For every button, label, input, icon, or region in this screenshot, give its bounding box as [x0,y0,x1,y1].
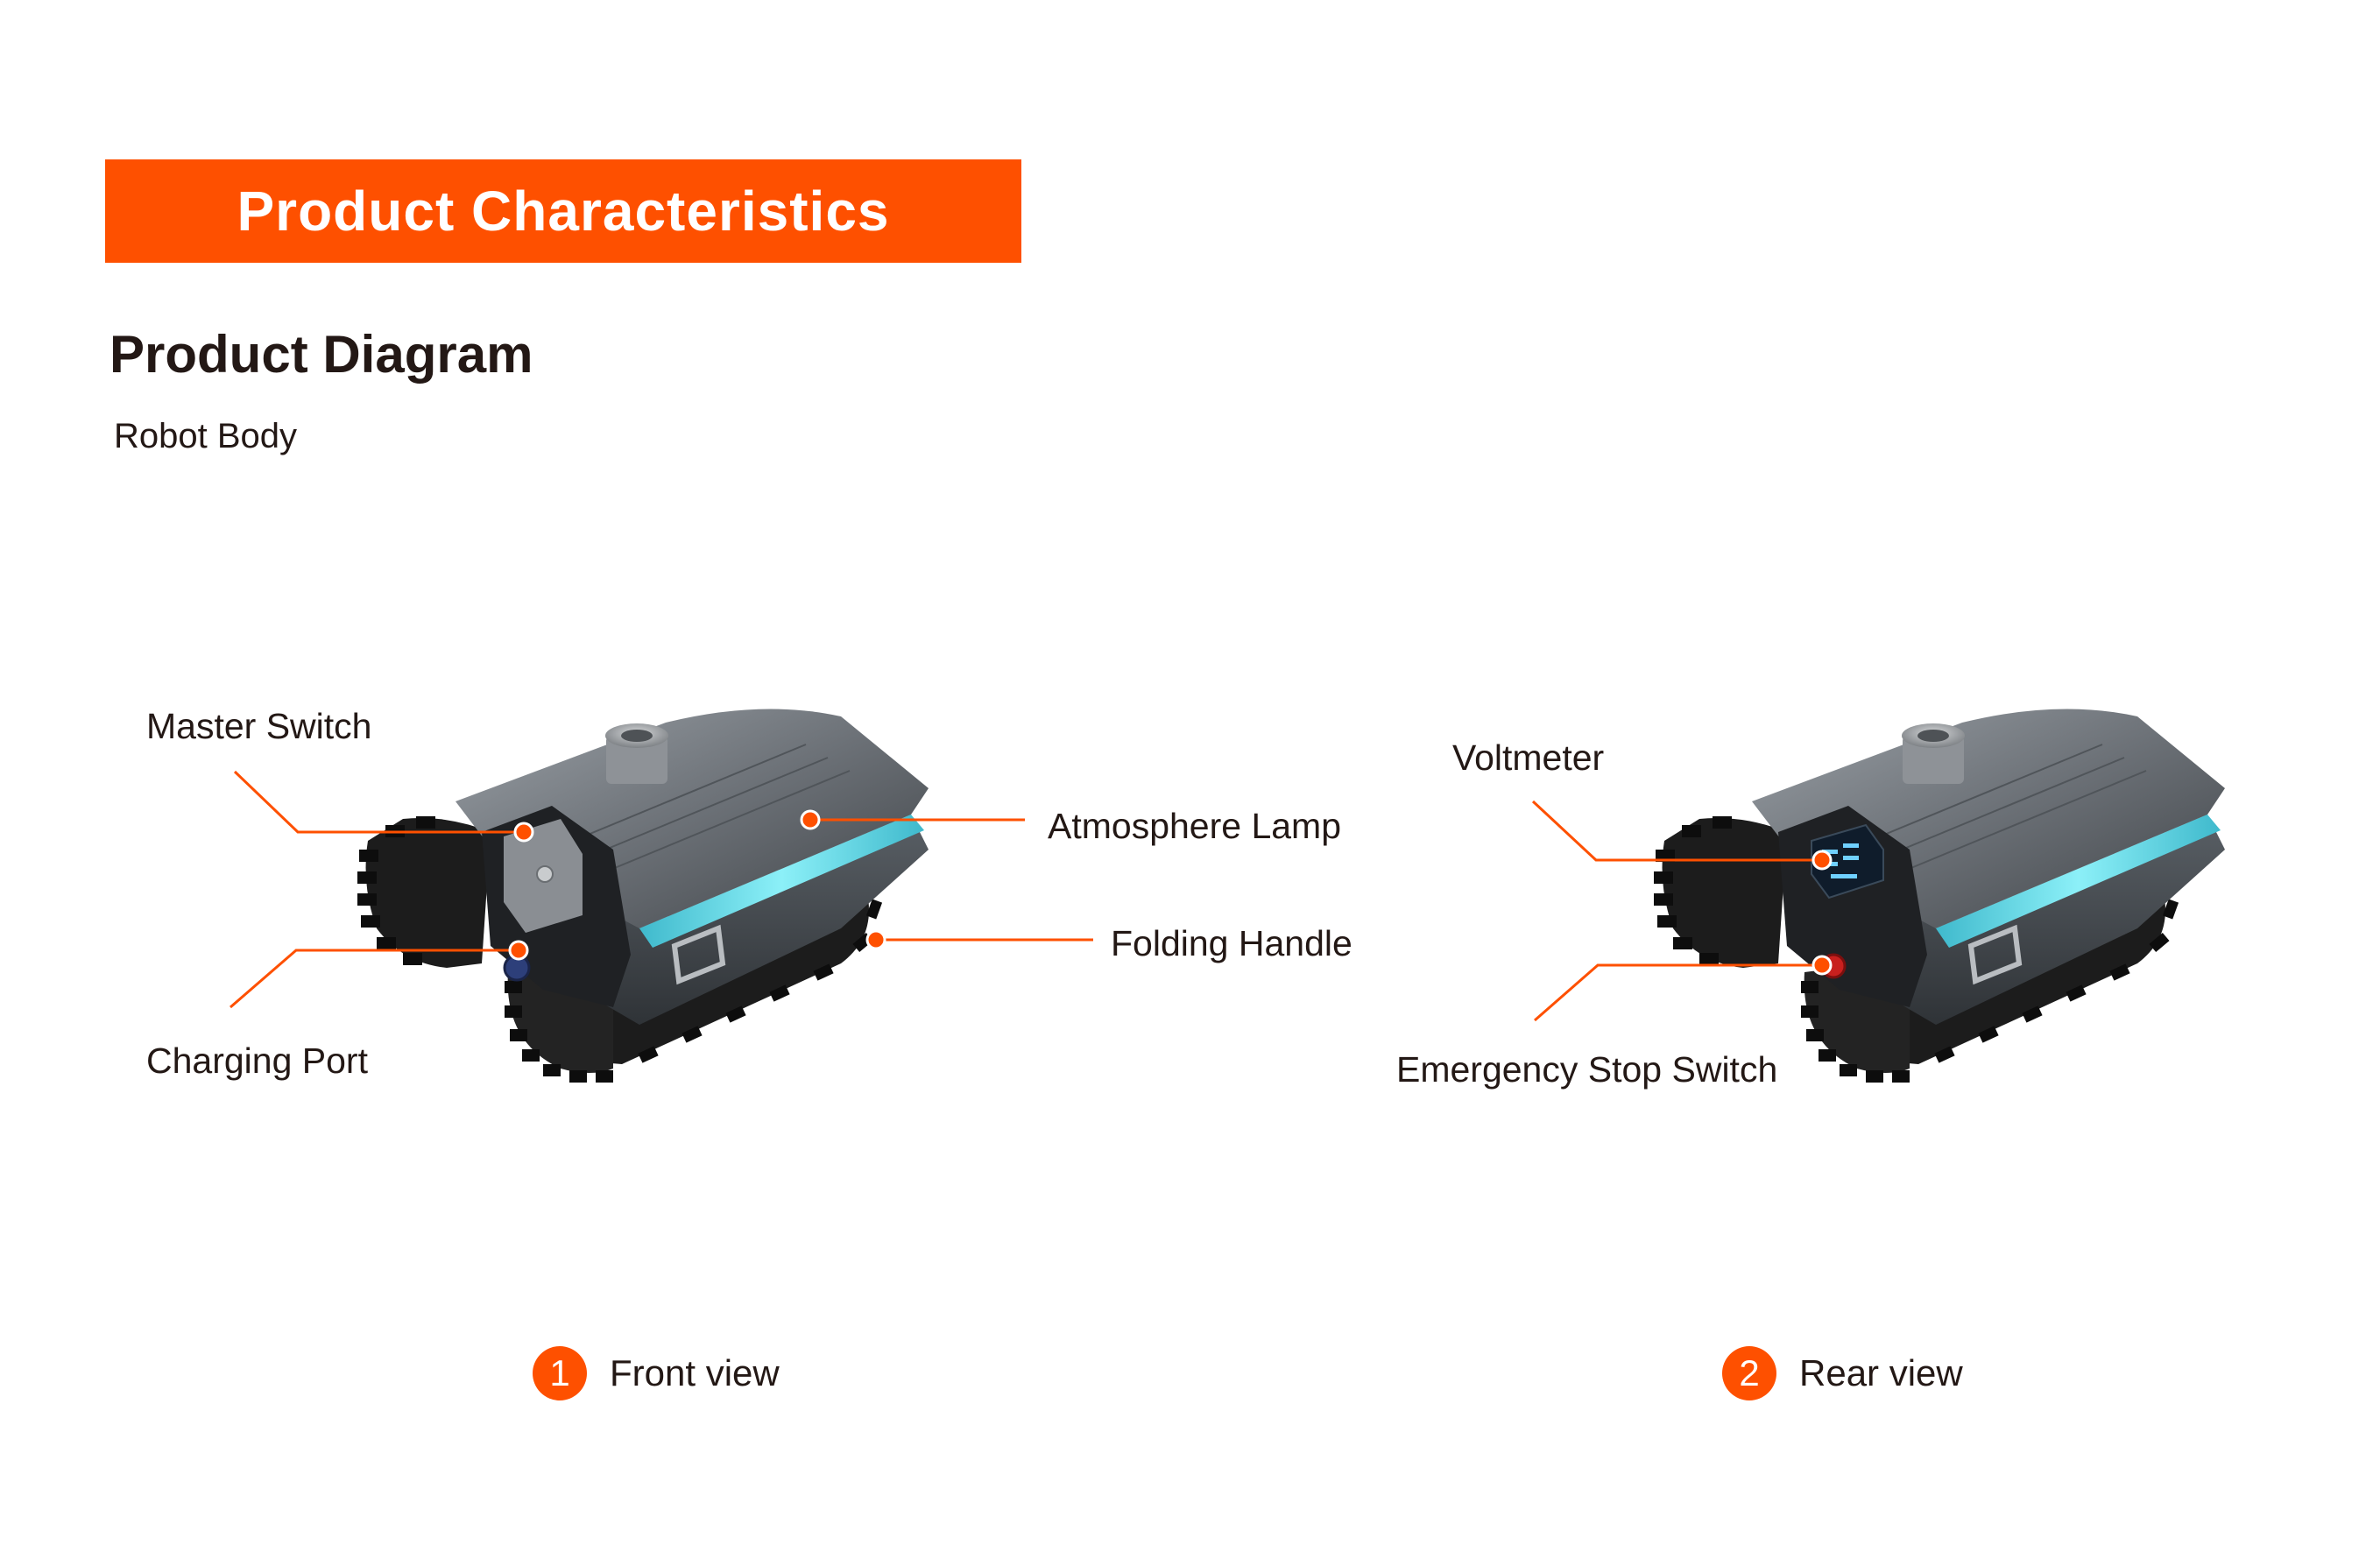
folding-handle-label: Folding Handle [1111,923,1352,964]
emergency-stop-switch-label: Emergency Stop Switch [1396,1049,1777,1090]
atmosphere-lamp-label: Atmosphere Lamp [1048,806,1341,847]
charging-port-label: Charging Port [146,1041,368,1082]
charging-port-dot [510,942,527,959]
master-switch-dot [515,823,533,841]
voltmeter-label: Voltmeter [1452,737,1604,779]
rear-view-number-badge: 2 [1722,1346,1776,1400]
front-view-caption: 1 Front view [533,1346,780,1400]
atmosphere-lamp-dot [802,811,819,829]
rear-view-caption-text: Rear view [1799,1352,1963,1394]
rear-view-caption: 2 Rear view [1722,1346,1963,1400]
master-switch-leader [235,772,524,832]
emergency-stop-dot [1813,956,1831,974]
voltmeter-leader [1533,801,1822,860]
voltmeter-dot [1813,851,1831,869]
master-switch-label: Master Switch [146,706,371,747]
charging-port-leader [230,950,519,1007]
front-view-caption-text: Front view [610,1352,780,1394]
emergency-stop-leader [1535,965,1822,1020]
folding-handle-dot [867,931,885,949]
front-view-number-badge: 1 [533,1346,587,1400]
